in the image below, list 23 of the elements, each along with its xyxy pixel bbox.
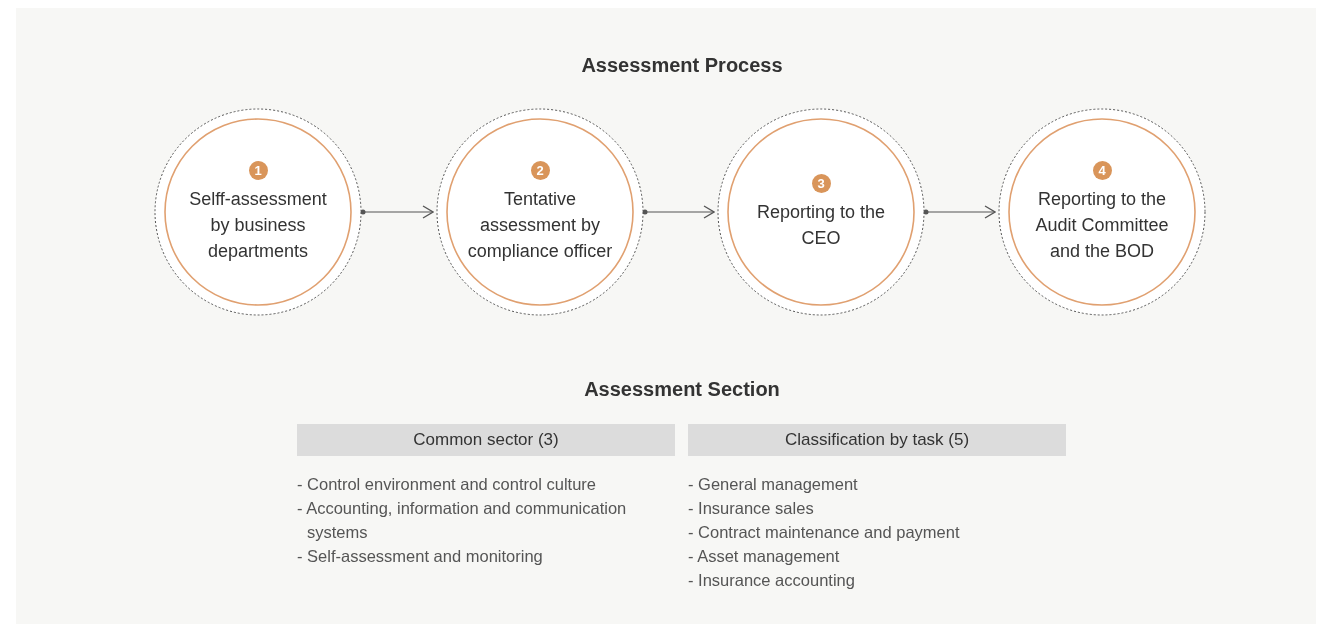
section-header-bar: Classification by task (5) [688, 424, 1066, 456]
section-heading: Assessment Section [584, 378, 780, 401]
arrow [642, 205, 715, 219]
step-circle [154, 108, 362, 316]
diagram-title: Assessment Process [581, 54, 783, 77]
list-item: - Accounting, information and communication systems [297, 498, 628, 543]
step-text: Selff-assessment by business departments [188, 187, 328, 263]
step-text: Reporting to the CEO [755, 200, 887, 250]
list-item: - Insurance sales [688, 498, 815, 519]
step-text: Tentative assessment by compliance officer [466, 187, 614, 263]
list-item: - Insurance accounting [688, 570, 856, 591]
arrow [923, 205, 996, 219]
list-item: - Self-assessment and monitoring [297, 546, 544, 567]
list-item: - Asset management [688, 546, 841, 567]
step-circle [436, 108, 644, 316]
step-circle [998, 108, 1206, 316]
list-item: - Control environment and control culture [297, 474, 597, 495]
arrow [360, 205, 434, 219]
section-header-bar: Common sector (3) [297, 424, 675, 456]
list-item: - General management [688, 474, 859, 495]
step-circle [717, 108, 925, 316]
step-text: Reporting to the Audit Committee and the BOD [1034, 187, 1170, 263]
list-item: - Contract maintenance and payment [688, 522, 961, 543]
